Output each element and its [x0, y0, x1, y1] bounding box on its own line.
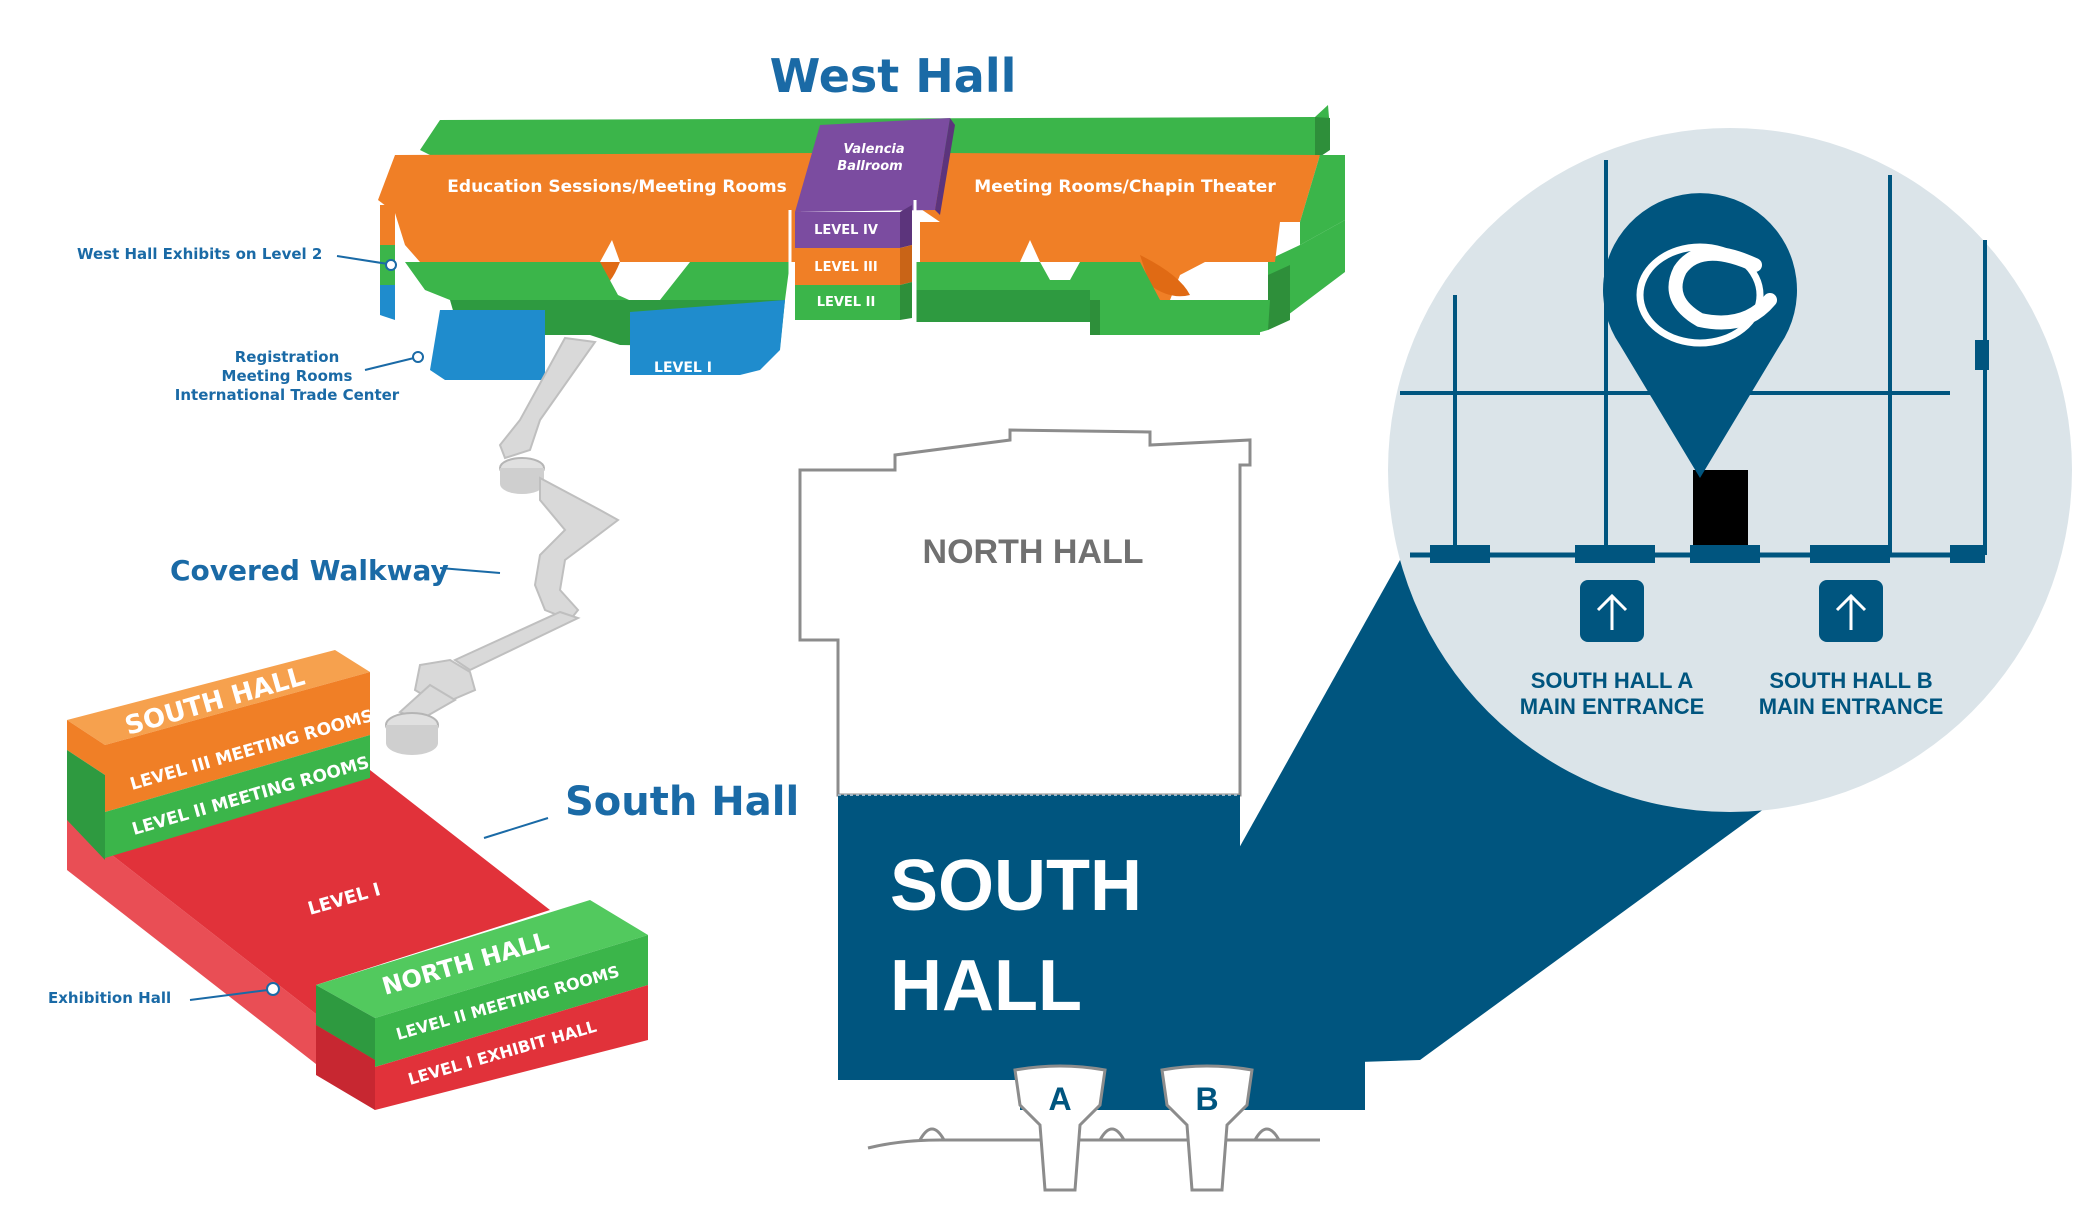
ground-line	[867, 1138, 1320, 1150]
entrance-b-label: B	[1195, 1081, 1218, 1117]
meeting-rooms-callout: Meeting Rooms	[222, 367, 353, 385]
up-arrow-icon	[1580, 580, 1644, 642]
callout-line	[336, 255, 389, 265]
north-hall-plan-label: NORTH HALL	[923, 533, 1144, 571]
south-hall-a-entrance-label: SOUTH HALL A	[1531, 668, 1694, 693]
callout-line	[483, 817, 549, 839]
entrance-a-label: A	[1048, 1081, 1071, 1117]
up-arrow-icon	[1819, 580, 1883, 642]
level-iv-label: LEVEL IV	[814, 223, 878, 238]
international-trade-center-callout: International Trade Center	[175, 386, 400, 404]
north-hall-plan[interactable]	[798, 428, 1252, 797]
chapin-theater-label: Meeting Rooms/Chapin Theater	[974, 177, 1276, 197]
covered-walkway-label: Covered Walkway	[170, 554, 449, 587]
west-hall-building[interactable]	[378, 105, 1345, 380]
west-hall-title: West Hall	[770, 49, 1017, 103]
entrance-a[interactable]	[1013, 1064, 1107, 1192]
level-ii-label: LEVEL II	[817, 295, 876, 310]
exhibition-hall-callout: Exhibition Hall	[48, 989, 171, 1007]
south-hall-plan-label-2: HALL	[890, 946, 1082, 1026]
zoom-connector	[1115, 560, 1790, 1070]
west-hall-exhibits-callout: West Hall Exhibits on Level 2	[77, 245, 322, 263]
callout-dot	[412, 351, 424, 363]
ballroom-label: Ballroom	[837, 159, 902, 174]
zoom-circle	[1388, 128, 2072, 812]
callout-line	[439, 567, 501, 574]
south-hall-title: South Hall	[565, 779, 799, 825]
west-level-i-label: LEVEL I	[654, 360, 712, 376]
south-hall-b-entrance-label: SOUTH HALL B	[1769, 668, 1932, 693]
callout-line	[364, 357, 415, 371]
education-sessions-label: Education Sessions/Meeting Rooms	[447, 177, 786, 197]
level-iii-label: LEVEL III	[814, 260, 877, 275]
south-hall-a-main-entrance-label: MAIN ENTRANCE	[1520, 694, 1705, 719]
south-hall-plan-label-1: SOUTH	[890, 846, 1142, 926]
valencia-label: Valencia	[843, 142, 904, 157]
entrance-b[interactable]	[1160, 1064, 1254, 1192]
callout-dot	[385, 259, 397, 271]
callout-line	[189, 989, 269, 1001]
location-pin-icon	[1602, 193, 1797, 479]
south-hall-3d[interactable]	[67, 650, 648, 1110]
south-hall-b-main-entrance-label: MAIN ENTRANCE	[1759, 694, 1944, 719]
south-hall-plan[interactable]	[838, 794, 1365, 1110]
covered-walkway[interactable]	[385, 336, 620, 755]
callout-dot	[266, 982, 280, 996]
registration-callout: Registration	[235, 348, 340, 366]
